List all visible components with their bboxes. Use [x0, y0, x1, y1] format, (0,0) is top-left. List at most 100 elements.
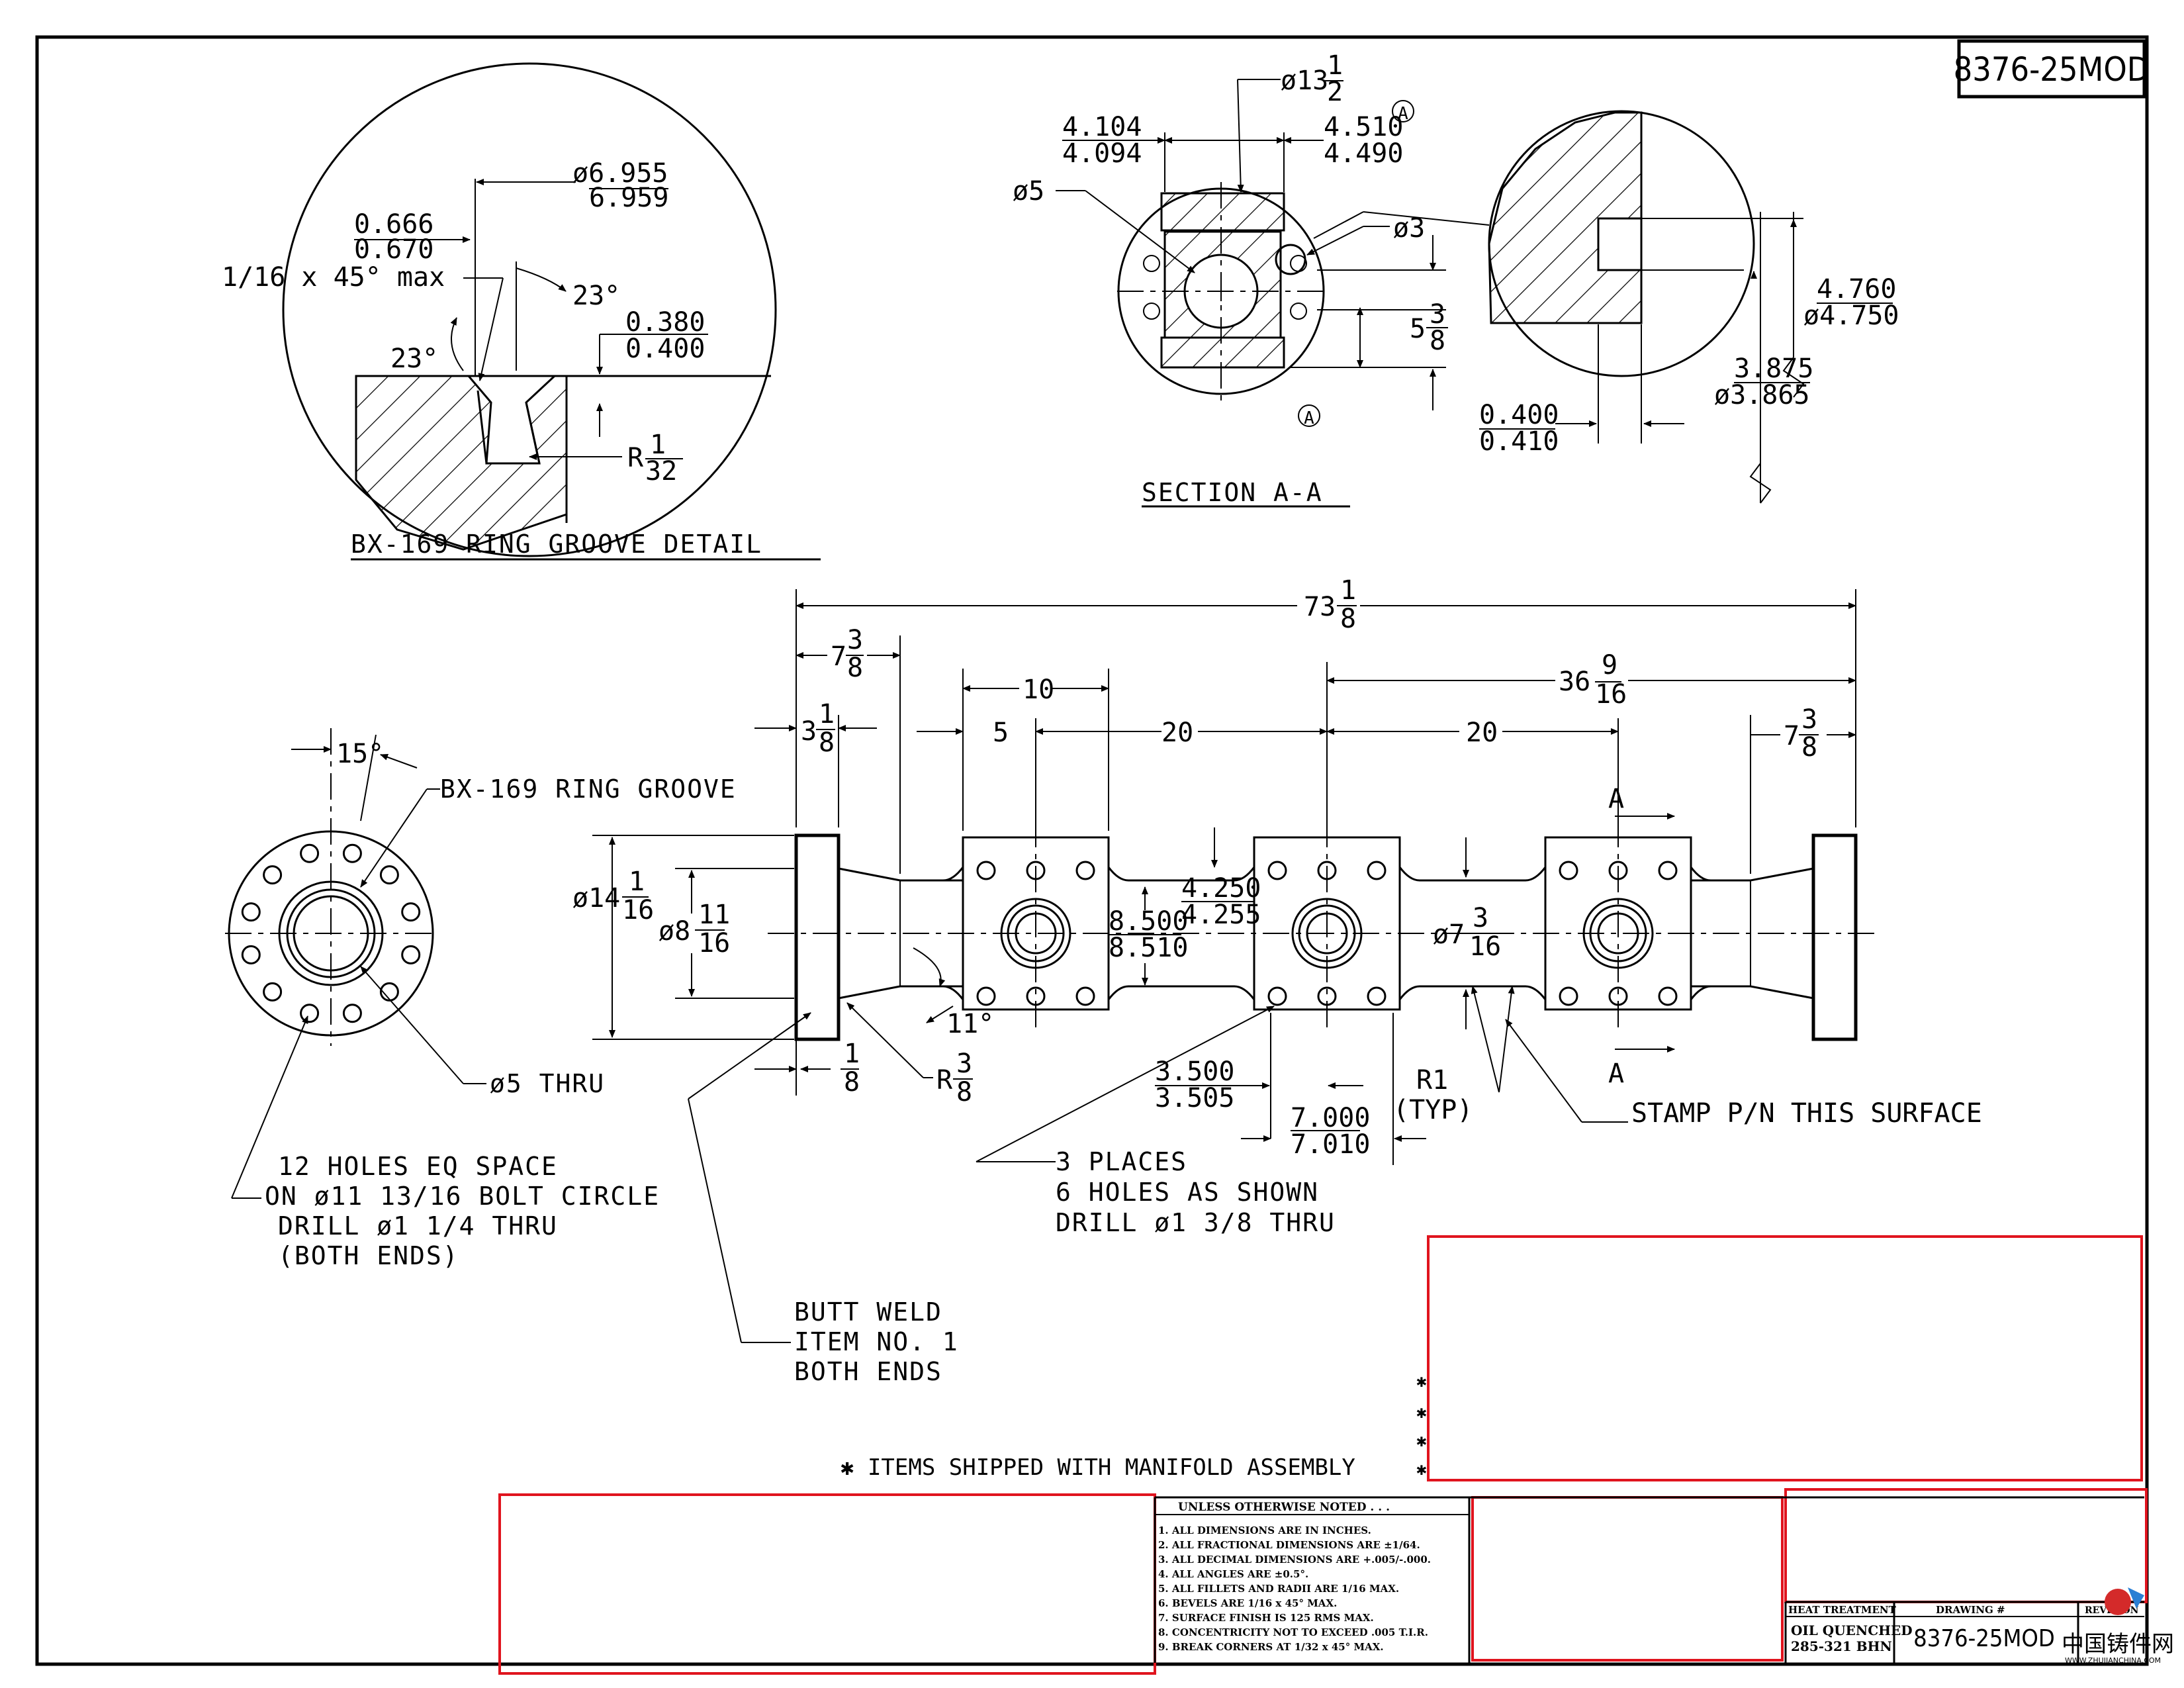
block-bolt-hole — [1658, 986, 1678, 1006]
end-note-line1: 12 HOLES EQ SPACE — [278, 1152, 558, 1181]
r1-label: R1 — [1416, 1065, 1448, 1096]
datum-a-top-label: A — [1398, 104, 1408, 124]
r38-label: R — [936, 1065, 953, 1096]
dia-7-num: 3 — [1473, 903, 1488, 933]
overall-length: 73 — [1304, 592, 1336, 622]
chamfer-note: 1/16 x 45° max — [222, 262, 445, 293]
bore-dia-num: 1 — [1327, 50, 1343, 81]
end-note-line3: DRILL ø1 1/4 THRU — [278, 1211, 558, 1241]
section-aa-title: SECTION A-A — [1142, 478, 1323, 507]
bore-dia-den: 2 — [1327, 77, 1343, 107]
five-num: 3 — [1430, 299, 1445, 330]
dim-36-num: 9 — [1602, 650, 1617, 680]
block-bolt-hole — [1559, 986, 1578, 1006]
dia-14-label: ø14 — [572, 883, 620, 914]
dia-8-den: 16 — [698, 928, 730, 959]
r38-num: 3 — [956, 1049, 972, 1079]
section-detail: 4.760 ø4.750 3.875 ø3.865 0.400 0.410 — [1479, 110, 1899, 504]
dim-7000: 7.000 — [1291, 1103, 1370, 1133]
section-aa: ø13 1 2 4.104 4.094 4.510 4.490 A ø5 ø3 … — [1013, 50, 1490, 508]
dim-36-den: 16 — [1595, 679, 1627, 710]
angle-11-label: 11° — [946, 1009, 994, 1039]
groove-dia-upper: ø6.955 — [572, 158, 668, 189]
five-den: 8 — [1430, 326, 1445, 356]
datum-a-bottom-label: A — [1304, 408, 1314, 428]
asterisk-2: ✱ — [1416, 1403, 1427, 1423]
note-5: 5. ALL FILLETS AND RADII ARE 1/16 MAX. — [1158, 1583, 1399, 1595]
ring-groove-callout: BX-169 RING GROOVE — [440, 774, 737, 804]
thru-callout: ø5 THRU — [490, 1069, 605, 1098]
left-dim-lower: 4.094 — [1062, 138, 1142, 169]
width-lower: 0.410 — [1479, 426, 1559, 457]
five-label: 5 — [1410, 314, 1426, 344]
id-upper: 3.875 — [1734, 353, 1813, 384]
note-3: 3. ALL DECIMAL DIMENSIONS ARE +.005/-.00… — [1158, 1554, 1431, 1566]
title-block: UNLESS OTHERWISE NOTED . . . 1. ALL DIME… — [1154, 1496, 2144, 1663]
weld-line2: ITEM NO. 1 — [794, 1327, 959, 1356]
asterisk-4: ✱ — [1416, 1460, 1427, 1479]
id-lower: ø3.865 — [1714, 380, 1810, 410]
flange-bolt-hole — [241, 902, 261, 922]
angle-right-label: 23° — [572, 281, 620, 311]
ring-groove-detail: ø6.955 6.959 0.666 0.670 1/16 x 45° max … — [222, 62, 821, 561]
datum-a-bottom — [1298, 404, 1320, 427]
flange-bolt-hole — [401, 902, 421, 922]
sheet-border — [35, 35, 2149, 1666]
places-line1: 3 PLACES — [1056, 1147, 1187, 1176]
right-7-den: 8 — [1801, 732, 1817, 763]
width-upper: 0.400 — [1479, 400, 1559, 430]
dim-20-b: 20 — [1466, 718, 1498, 748]
flange-bolt-hole — [401, 945, 421, 964]
radius-num: 1 — [650, 430, 666, 460]
flange-bolt-hole — [342, 843, 362, 863]
block-bolt-hole — [1267, 861, 1287, 880]
flange-bolt-hole — [379, 982, 399, 1002]
left-7-label: 7 — [831, 641, 846, 672]
groove-width-upper: 0.666 — [354, 209, 433, 240]
typ-label: (TYP) — [1393, 1095, 1473, 1125]
radius-den: 32 — [645, 456, 677, 487]
overall-den: 8 — [1340, 604, 1356, 634]
drawing-number: 8376-25MOD — [1954, 50, 2150, 89]
left-3-label: 3 — [801, 716, 817, 747]
left-3-num: 1 — [819, 699, 835, 729]
block-bolt-hole — [1658, 861, 1678, 880]
drawing-label: DRAWING # — [1936, 1604, 2005, 1616]
block-bolt-hole — [976, 861, 996, 880]
watermark-logo: 中国铸件网 WWW.ZHUJIANCHINA.COM — [2062, 1587, 2174, 1665]
dim-5: 5 — [993, 718, 1009, 748]
flange-bolt-hole — [300, 843, 320, 863]
groove-depth-upper: 0.380 — [625, 307, 705, 338]
note-7: 7. SURFACE FINISH IS 125 RMS MAX. — [1158, 1612, 1374, 1624]
dim-7010: 7.010 — [1291, 1129, 1370, 1160]
flange-bolt-hole — [263, 982, 283, 1002]
heat-label: HEAT TREATMENT — [1788, 1604, 1897, 1616]
items-shipped-note: ✱ ITEMS SHIPPED WITH MANIFOLD ASSEMBLY — [841, 1454, 1355, 1481]
weld-line1: BUTT WELD — [794, 1297, 942, 1327]
dim-8510: 8.510 — [1109, 933, 1188, 963]
heat-value-2: 285-321 BHN — [1791, 1638, 1892, 1654]
right-dim-upper: 4.510 — [1324, 112, 1403, 142]
dim-4255: 4.255 — [1181, 900, 1261, 930]
ring-groove-title: BX-169 RING GROOVE DETAIL — [351, 530, 762, 559]
dia-14-den: 16 — [622, 895, 654, 925]
left-3-den: 8 — [819, 727, 835, 758]
note-1: 1. ALL DIMENSIONS ARE IN INCHES. — [1158, 1524, 1371, 1536]
groove-dia-lower: 6.959 — [589, 183, 668, 213]
block-bolt-hole — [1075, 861, 1095, 880]
redaction-box-company — [1784, 1488, 2148, 1603]
radius-r: R — [627, 443, 644, 473]
note-6: 6. BEVELS ARE 1/16 x 45° MAX. — [1158, 1597, 1337, 1609]
end-note-line2: ON ø11 13/16 BOLT CIRCLE — [265, 1182, 660, 1211]
asterisk-1: ✱ — [1416, 1372, 1427, 1391]
dia-7-label: ø7 — [1433, 919, 1465, 950]
redaction-box-approval — [1471, 1496, 1784, 1662]
watermark-url: WWW.ZHUJIANCHINA.COM — [2065, 1656, 2161, 1665]
places-line3: DRILL ø1 3/8 THRU — [1056, 1208, 1336, 1237]
dia-8-label: ø8 — [659, 916, 690, 947]
right-7-label: 7 — [1784, 721, 1799, 751]
stamp-callout: STAMP P/N THIS SURFACE — [1631, 1098, 1982, 1129]
bore-dia: ø13 — [1281, 66, 1328, 96]
heat-value-1: OIL QUENCHED — [1791, 1622, 1913, 1638]
